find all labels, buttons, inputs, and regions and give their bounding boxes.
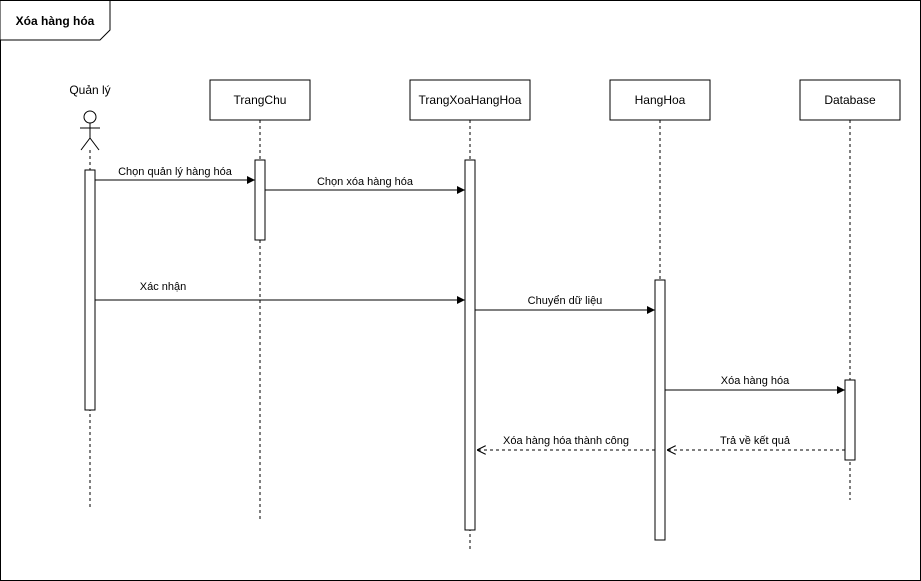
participant-box-trangxoa (409, 79, 531, 121)
participant-box-trangchu (209, 79, 311, 121)
actor-figure (80, 110, 100, 151)
message-label-1: Chọn quản lý hàng hóa (118, 166, 233, 178)
activation-trangxoa (464, 159, 476, 531)
activation-trangchu (254, 159, 266, 241)
activation-database (844, 379, 856, 461)
activation-hanghoa (654, 279, 666, 541)
activation-actor (84, 169, 96, 411)
message-label-4: Chuyển dữ liệu (528, 295, 603, 307)
message-label-2: Chọn xóa hàng hóa (317, 176, 414, 188)
message-label-5: Xóa hàng hóa (721, 375, 790, 387)
participant-label-hanghoa: HangHoa (635, 93, 686, 107)
participant-box-database (799, 79, 901, 121)
participant-label-trangchu: TrangChu (234, 93, 287, 107)
message-label-7: Xóa hàng hóa thành công (503, 435, 629, 447)
frame-title: Xóa hàng hóa (16, 14, 95, 28)
participant-label-database: Database (824, 93, 876, 107)
message-label-3: Xác nhận (140, 281, 186, 293)
participant-label-trangxoa: TrangXoaHangHoa (419, 93, 522, 107)
participant-box-hanghoa (609, 79, 711, 121)
message-label-6: Trả về kết quả (720, 435, 791, 447)
actor-label: Quản lý (69, 83, 110, 97)
frame-title-tab (0, 0, 111, 41)
